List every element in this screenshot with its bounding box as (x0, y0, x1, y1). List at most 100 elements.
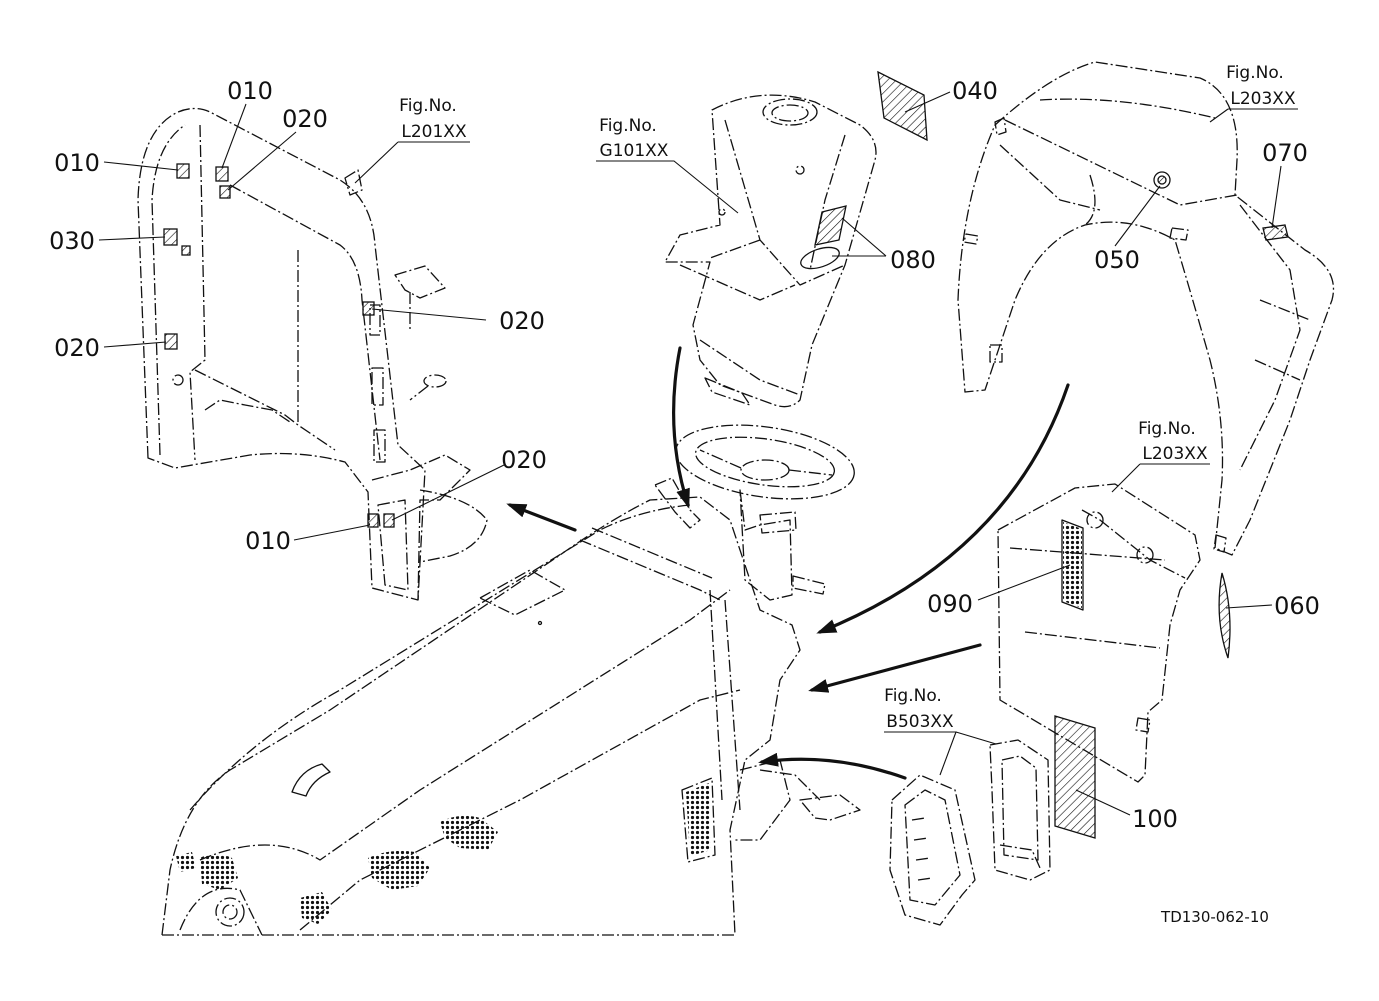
figref-g101-code: G101XX (600, 141, 669, 161)
callout-020-left: 020 (54, 334, 100, 362)
callout-060: 060 (1274, 592, 1320, 620)
label-decal-050 (1153, 171, 1171, 189)
hood-side-ridge (199, 589, 731, 861)
tractor-body (161, 496, 861, 936)
hood-dot (537, 620, 543, 626)
bracket-b-inner (1001, 755, 1039, 861)
console-top-opening-inner (771, 104, 809, 122)
texture-side-vent (686, 783, 711, 856)
figref-l203-lower-caption: Fig.No. (1138, 419, 1196, 439)
right-fender-tab-2 (1169, 227, 1189, 241)
figref-l201-caption: Fig.No. (399, 96, 457, 116)
body-stripe-2 (591, 527, 713, 579)
lower-panel-outline (997, 483, 1201, 783)
label-decal-020-top (219, 185, 231, 199)
texture-hood-2 (368, 850, 430, 890)
label-decal-070 (1262, 224, 1289, 241)
right-fender-side (1239, 204, 1301, 471)
console-side-face (809, 134, 846, 271)
callout-010-left: 010 (54, 149, 100, 177)
label-decal-090 (1063, 522, 1082, 608)
leader-080-a (841, 217, 887, 257)
lower-panel-line-1 (1009, 547, 1166, 561)
texture-hood-1 (440, 815, 498, 850)
left-panel-bottom-bracket (377, 499, 409, 591)
label-decal-080-oval (800, 246, 840, 270)
console-bottom-clip (704, 377, 751, 406)
leader-060 (1225, 604, 1273, 609)
steering-wheel-inner (694, 436, 836, 488)
throttle-lever (792, 575, 826, 595)
body-stripe-1 (579, 539, 721, 601)
left-panel-side-face (229, 184, 381, 461)
rear-step (735, 759, 791, 841)
bracket-a-inner (904, 789, 961, 906)
label-decal-020-bottom (383, 513, 395, 528)
arrow-lower-panel-to-body (808, 643, 982, 693)
rear-bracket (759, 769, 821, 801)
leader-020-lower (391, 464, 505, 521)
center-console-panel (664, 94, 877, 408)
hood-handle (291, 763, 331, 797)
right-fender-outline (957, 61, 1335, 556)
left-rear-panel (137, 107, 488, 601)
console-screw-2 (718, 208, 726, 216)
figref-b503-code: B503XX (886, 712, 954, 732)
lower-panel-hole-2 (1136, 546, 1154, 564)
left-panel-back-face (189, 124, 206, 461)
left-panel-inner-edge (151, 124, 186, 456)
label-decal-080-window (814, 205, 847, 246)
label-decal-020-left (164, 333, 178, 350)
figref-l201-underline (354, 141, 470, 184)
callout-020-mid: 020 (499, 307, 545, 335)
right-fender-rib (1254, 299, 1311, 381)
bracket-b-foot (999, 844, 1041, 869)
callout-050: 050 (1094, 246, 1140, 274)
label-decal-030-small (181, 245, 191, 256)
console-lower-edge (699, 339, 801, 396)
label-decal-030 (163, 228, 178, 246)
left-lever (654, 477, 701, 529)
lower-panel-top-rail (1081, 509, 1186, 579)
arrow-fender-to-body (816, 383, 1070, 634)
callout-020-lower: 020 (501, 446, 547, 474)
console-front-edge (724, 119, 846, 286)
figref-g101-underline (596, 160, 739, 214)
label-decal-060 (1218, 572, 1231, 659)
hood-top-ridge (189, 504, 691, 811)
callout-090: 090 (927, 590, 973, 618)
console-outline (664, 94, 877, 408)
bracket-b-outline (989, 739, 1051, 881)
bracket-a-outline (889, 774, 976, 926)
left-panel-knob (423, 374, 447, 388)
label-decal-010-left (176, 163, 190, 179)
right-fender-inner (999, 144, 1101, 211)
left-panel-floor-line (194, 369, 336, 451)
right-fender-tab-4 (994, 117, 1007, 136)
leader-040 (904, 91, 951, 113)
bracket-a-slots (911, 817, 933, 881)
right-fender (957, 61, 1335, 556)
figref-l203-top-underline (1209, 108, 1298, 123)
lower-bracket-assembly (889, 715, 1096, 926)
left-panel-knob-stem (409, 385, 429, 401)
label-decal-090-frame (1061, 519, 1084, 611)
lower-panel-line-2 (1024, 631, 1161, 649)
callout-020-top: 020 (282, 105, 328, 133)
callout-040: 040 (952, 77, 998, 105)
label-decal-040 (877, 70, 928, 142)
callout-070: 070 (1262, 139, 1308, 167)
lower-panel-tab (1135, 717, 1151, 733)
right-fender-top-edge (1004, 119, 1238, 206)
steering-assembly (654, 424, 855, 601)
hood-decal-area (479, 569, 566, 616)
left-panel-top-clip (344, 169, 363, 196)
figref-l203-lower-code: L203XX (1142, 444, 1208, 464)
arrow-console-to-body (672, 346, 690, 509)
texture-hood-3 (300, 892, 332, 924)
console-screw (795, 165, 805, 175)
left-panel-outline (137, 107, 426, 601)
label-decal-050-inner (1157, 175, 1167, 185)
leader-030-left (98, 236, 166, 241)
